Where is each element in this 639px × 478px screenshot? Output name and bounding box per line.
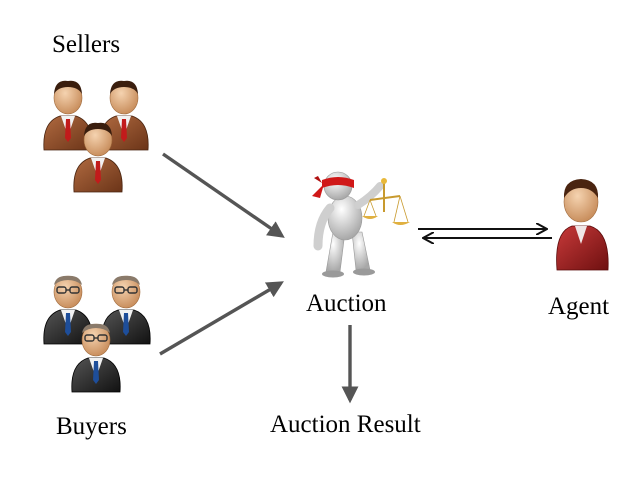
agent-person-icon [556,179,609,271]
buyer-group-icon [43,275,151,393]
auction-result-label: Auction Result [270,411,421,438]
blindfolded-justice-figure-icon [312,171,410,278]
sellers-label: Sellers [52,31,121,58]
seller-group-icon [43,80,149,193]
agent-label: Agent [548,293,610,320]
sellers-to-auction-arrow [162,152,285,238]
auction-label: Auction [306,290,387,317]
buyers-label: Buyers [56,413,127,440]
buyers-to-auction-arrow [159,281,284,356]
